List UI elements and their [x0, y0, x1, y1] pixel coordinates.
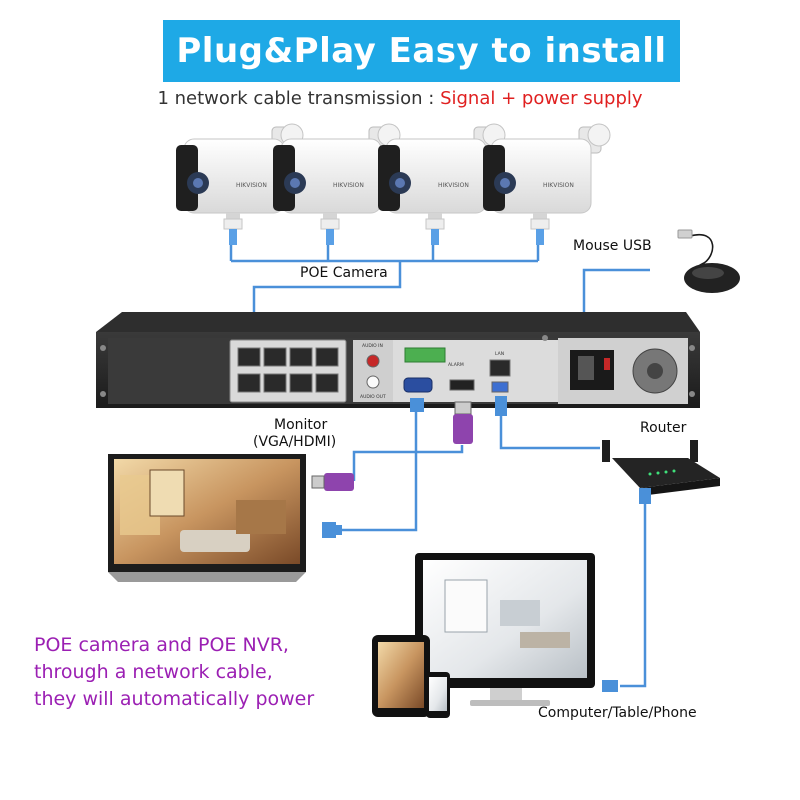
- router-label: Router: [640, 420, 687, 436]
- subtitle-prefix: 1 network cable transmission :: [157, 88, 441, 109]
- monitor: [108, 454, 306, 582]
- hdmi-port: [449, 379, 475, 391]
- monitor-cables: [335, 410, 464, 532]
- phone: [426, 672, 450, 718]
- lan-port: LAN: [489, 351, 511, 393]
- audio-ports: AUDIO IN AUDIO OUT: [360, 343, 386, 400]
- vga-port: [403, 377, 433, 393]
- lan-label: LAN: [495, 351, 504, 357]
- audio-in-label: AUDIO IN: [362, 343, 383, 349]
- tablet: [372, 635, 430, 717]
- description-text: POE camera and POE NVR, through a networ…: [34, 632, 314, 713]
- subtitle: 1 network cable transmission : Signal + …: [0, 88, 800, 109]
- hdmi-connector: [311, 401, 473, 491]
- usb-mouse: [677, 229, 740, 293]
- power-module: [570, 348, 678, 394]
- subtitle-highlight: Signal + power supply: [440, 88, 643, 109]
- poe-camera-label: POE Camera: [300, 265, 388, 281]
- nvr-screws: [100, 335, 695, 397]
- router-cable: [499, 405, 647, 688]
- camera-brand-label: HIKVISION: [438, 182, 469, 189]
- description-line-3: they will automatically power: [34, 688, 315, 710]
- title-banner: Plug&Play Easy to install: [163, 20, 680, 82]
- router: [602, 440, 720, 692]
- mouse-usb-label: Mouse USB: [573, 238, 652, 254]
- audio-out-label: AUDIO OUT: [360, 394, 386, 400]
- alarm-label: ALARM: [448, 362, 464, 368]
- monitor-label: Monitor: [274, 417, 328, 433]
- camera-brand-label: HIKVISION: [236, 182, 267, 189]
- lan-connector: [495, 396, 507, 416]
- camera-2: HIKVISION: [273, 123, 401, 245]
- camera-4: HIKVISION: [483, 123, 611, 245]
- camera-brand-label: HIKVISION: [543, 182, 574, 189]
- monitor-type-label: (VGA/HDMI): [253, 434, 337, 450]
- camera-cables: [229, 245, 540, 318]
- vga-connector: [322, 398, 424, 538]
- description-line-1: POE camera and POE NVR,: [34, 634, 289, 656]
- alarm-terminal: ALARM: [404, 347, 464, 368]
- poe-ports: [237, 347, 339, 393]
- computer-monitor: [415, 553, 595, 706]
- camera-brand-label: HIKVISION: [333, 182, 364, 189]
- computer-label: Computer/Table/Phone: [538, 705, 697, 721]
- description-line-2: through a network cable,: [34, 661, 273, 683]
